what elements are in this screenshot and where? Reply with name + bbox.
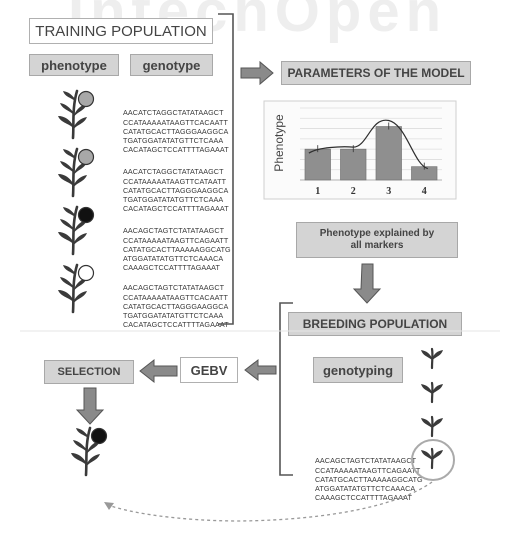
breeding-sprout-1: [419, 347, 445, 370]
parameters-of-the-model: PARAMETERS OF THE MODEL: [281, 61, 471, 85]
arrow-to-parameters: [240, 60, 274, 86]
training-plant-3: [56, 205, 95, 256]
training-bracket: [218, 13, 234, 325]
chart-y-label: Phenotype: [272, 114, 286, 172]
breeding-sprout-4: [419, 447, 445, 470]
arrow-to-breeding: [352, 263, 382, 304]
feedback-dashed-arrow: [107, 481, 433, 522]
training-plant-2: [56, 147, 95, 198]
gebv-box: GEBV: [180, 357, 238, 383]
chart-x-tick-2: 2: [351, 186, 356, 197]
genotyping-label: genotyping: [313, 357, 403, 383]
chart-bar-3: [375, 126, 402, 181]
breeding-sprout-2: [419, 381, 445, 404]
training-plant-1: [56, 89, 95, 140]
selection-box: SELECTION: [44, 360, 134, 384]
chart-trend-line: [308, 119, 429, 170]
chart-x-tick-1: 1: [315, 186, 320, 197]
breeding-population-title: BREEDING POPULATION: [288, 312, 462, 336]
chart-bar-2: [340, 148, 367, 181]
phenotype-label: phenotype: [29, 54, 119, 76]
arrow-to-gebv: [244, 358, 277, 382]
genotype-label: genotype: [130, 54, 213, 76]
phenotype-chart: 1 2 3 4 Phenotype: [263, 100, 457, 200]
selected-candidate-circle: [411, 439, 455, 481]
selected-plant: [69, 426, 108, 477]
chart-bar-1: [304, 148, 331, 181]
chart-x-tick-3: 3: [386, 186, 391, 197]
arrow-to-selection: [139, 358, 178, 384]
training-population-title: TRAINING POPULATION: [29, 18, 213, 44]
training-plant-4: [56, 263, 95, 314]
breeding-bracket: [279, 302, 293, 476]
arrow-down-to-selected: [75, 387, 105, 425]
breeding-sprout-3: [419, 415, 445, 438]
phenotype-explained-box: Phenotype explained by all markers: [296, 222, 458, 258]
chart-x-tick-4: 4: [422, 186, 427, 197]
